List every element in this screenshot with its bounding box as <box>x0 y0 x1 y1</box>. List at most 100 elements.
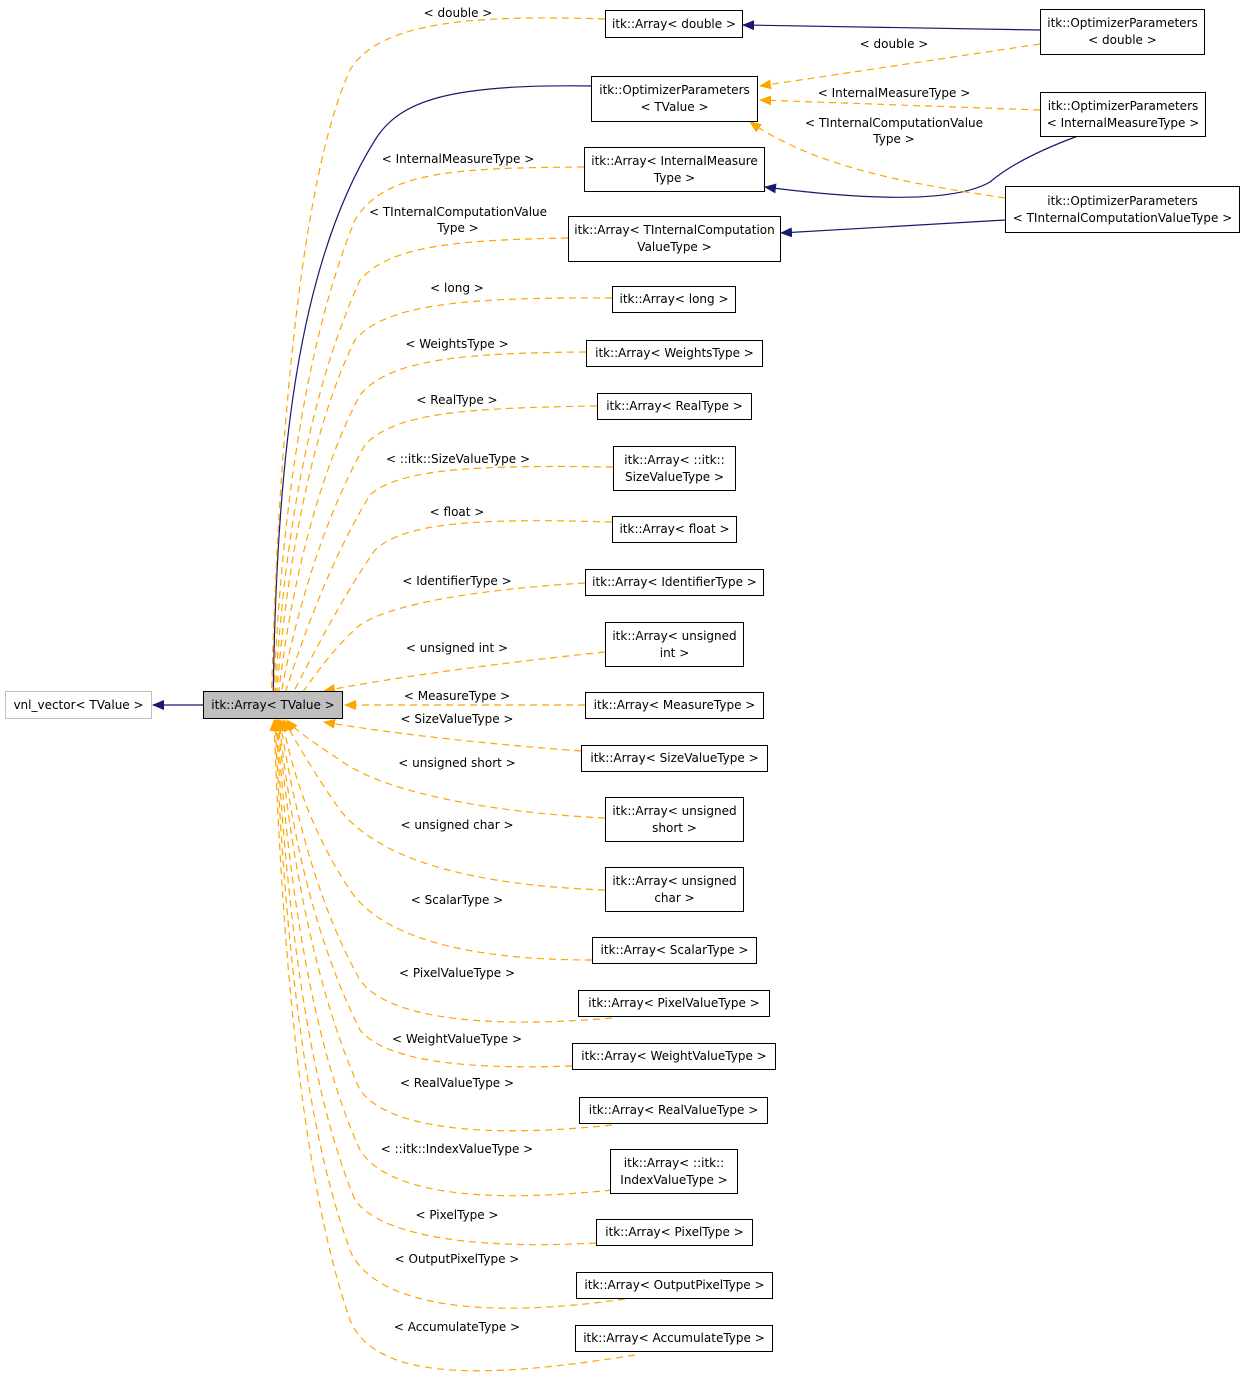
node-array-weightstype[interactable]: itk::Array< WeightsType > <box>586 340 763 367</box>
node-label-line1: itk::Array< unsigned <box>612 873 737 888</box>
edge-label-realvaluetype: < RealValueType > <box>399 1076 515 1090</box>
node-array-unsigned-char[interactable]: itk::Array< unsigned char > <box>605 867 744 912</box>
edge-label-long: < long > <box>430 281 484 295</box>
node-array-realtype[interactable]: itk::Array< RealType > <box>597 393 752 420</box>
edge-label-unsigned-int: < unsigned int > <box>405 641 509 655</box>
node-optimizerparameters-tinternalcomputationvaluetype[interactable]: itk::OptimizerParameters < TInternalComp… <box>1005 186 1240 233</box>
edge-label-unsigned-char: < unsigned char > <box>400 818 514 832</box>
edge-label-unsigned-short: < unsigned short > <box>398 756 516 770</box>
edge-label-outputpixeltype: < OutputPixelType > <box>394 1252 520 1266</box>
node-label-line2: short > <box>652 820 697 835</box>
node-label-line1: itk::Array< unsigned <box>612 628 737 643</box>
edge-op-double-to-a-double <box>742 20 1041 31</box>
edge-a-uint-to-root <box>323 651 606 694</box>
node-array-unsigned-int[interactable]: itk::Array< unsigned int > <box>605 622 744 667</box>
edge-a-float-to-root <box>279 520 613 719</box>
node-label-line1: itk::OptimizerParameters <box>1047 16 1198 30</box>
node-label-line1: itk::Array< TInternalComputation <box>574 223 775 237</box>
node-label-line2: ValueType > <box>637 240 712 254</box>
node-label: itk::Array< TValue > <box>211 697 335 712</box>
node-label-line2: < TInternalComputationValueType > <box>1012 210 1233 225</box>
node-label-line2: < InternalMeasureType > <box>1046 115 1200 130</box>
edge-a-realv-to-root <box>273 719 613 1132</box>
node-array-pixeltype[interactable]: itk::Array< PixelType > <box>596 1219 753 1246</box>
node-label: itk::Array< PixelValueType > <box>588 996 760 1010</box>
edge-a-pixel-to-root <box>271 719 597 1246</box>
node-array-outputpixeltype[interactable]: itk::Array< OutputPixelType > <box>576 1272 773 1299</box>
node-array-double[interactable]: itk::Array< double > <box>605 10 743 38</box>
edge-a-sizev-to-root <box>323 718 582 752</box>
node-array-float[interactable]: itk::Array< float > <box>612 516 737 543</box>
node-label-line1: itk::Array< ::itk:: <box>624 452 725 467</box>
node-label: itk::Array< WeightValueType > <box>581 1049 767 1063</box>
node-label-line1: itk::Array< unsigned <box>612 803 737 818</box>
node-label: itk::Array< MeasureType > <box>593 698 756 712</box>
edge-label-realtype: < RealType > <box>416 393 498 407</box>
node-label-line2: < TValue > <box>640 100 709 114</box>
node-label-line1: itk::Array< InternalMeasure <box>591 153 758 168</box>
node-array-identifiertype[interactable]: itk::Array< IdentifierType > <box>585 569 764 596</box>
edge-a-ushort-to-root <box>286 719 606 819</box>
node-array-internalmeasuretype[interactable]: itk::Array< InternalMeasure Type > <box>584 147 765 192</box>
edge-label-float: < float > <box>429 505 485 519</box>
node-array-scalartype[interactable]: itk::Array< ScalarType > <box>592 937 757 964</box>
node-label: itk::Array< PixelType > <box>605 1225 744 1239</box>
node-label: itk::Array< long > <box>619 292 729 306</box>
node-array-tinternalcomputationvaluetype[interactable]: itk::Array< TInternalComputation ValueTy… <box>568 216 781 262</box>
node-array-sizevaluetype[interactable]: itk::Array< SizeValueType > <box>581 745 768 772</box>
node-array-long[interactable]: itk::Array< long > <box>612 286 736 313</box>
edge-a-itkindex-to-root <box>272 719 613 1197</box>
edge-label-double: < double > <box>423 6 493 20</box>
edge-op-ticvt-to-op-tvalue <box>749 121 1006 199</box>
edge-op-ticvt-to-a-ticvt <box>780 219 1006 238</box>
edge-label-scalartype: < ScalarType > <box>410 893 504 907</box>
node-label-line2: SizeValueType > <box>624 469 725 484</box>
edge-a-ident-to-root <box>283 582 586 719</box>
node-array-accumulatetype[interactable]: itk::Array< AccumulateType > <box>575 1325 773 1352</box>
edge-label-pixelvaluetype: < PixelValueType > <box>398 966 516 980</box>
edge-label-sizevaluetype: < SizeValueType > <box>400 712 514 726</box>
edge-a-long-to-root <box>270 297 613 719</box>
edge-a-weights-to-root <box>272 351 587 719</box>
edge-label-itk-indexvaluetype: < ::itk::IndexValueType > <box>380 1142 534 1156</box>
node-array-itk-indexvaluetype[interactable]: itk::Array< ::itk:: IndexValueType > <box>610 1149 738 1194</box>
edge-a-weightv-to-root <box>275 719 573 1068</box>
node-array-pixelvaluetype[interactable]: itk::Array< PixelValueType > <box>578 990 770 1017</box>
node-array-unsigned-short[interactable]: itk::Array< unsigned short > <box>605 797 744 842</box>
edge-a-itksize-to-root <box>276 465 614 719</box>
node-label-line1: itk::OptimizerParameters <box>599 83 750 97</box>
node-array-itk-sizevaluetype[interactable]: itk::Array< ::itk:: SizeValueType > <box>613 446 736 491</box>
node-label-line1: itk::OptimizerParameters <box>1047 193 1198 208</box>
edge-a-accum-to-root <box>269 719 636 1372</box>
node-label: vnl_vector< TValue > <box>13 697 144 712</box>
edge-a-uchar-to-root <box>283 719 606 891</box>
node-label-line2: IndexValueType > <box>620 1172 728 1187</box>
edge-label-op-internalmeasuretype: < InternalMeasureType > <box>817 86 971 100</box>
edge-a-real-to-root <box>273 405 598 719</box>
edge-a-scalar-to-root <box>279 719 593 961</box>
node-label: itk::Array< OutputPixelType > <box>584 1278 765 1292</box>
edge-op-imt-to-op-tvalue <box>759 95 1041 111</box>
node-array-weightvaluetype[interactable]: itk::Array< WeightValueType > <box>572 1043 776 1070</box>
node-label: itk::Array< ScalarType > <box>600 943 749 957</box>
node-label: itk::Array< double > <box>611 16 737 31</box>
edge-label-weightvaluetype: < WeightValueType > <box>391 1032 523 1046</box>
node-label: itk::Array< SizeValueType > <box>590 751 759 765</box>
node-optimizerparameters-tvalue[interactable]: itk::OptimizerParameters < TValue > <box>591 76 758 122</box>
edge-op-imt-to-a-imt <box>764 135 1079 198</box>
edge-label-measuretype: < MeasureType > <box>403 689 511 703</box>
edge-op-tvalue-to-root <box>268 85 593 719</box>
edge-label-pixeltype: < PixelType > <box>415 1208 499 1222</box>
node-optimizerparameters-internalmeasuretype[interactable]: itk::OptimizerParameters < InternalMeasu… <box>1040 92 1206 137</box>
node-array-measuretype[interactable]: itk::Array< MeasureType > <box>585 692 764 719</box>
node-vnl-vector[interactable]: vnl_vector< TValue > <box>5 691 152 719</box>
edge-a-double-to-root <box>266 17 606 719</box>
node-itk-array-tvalue[interactable]: itk::Array< TValue > <box>203 691 343 719</box>
node-label: itk::Array< RealType > <box>606 399 743 413</box>
edge-a-imt-to-root <box>268 166 585 719</box>
node-array-realvaluetype[interactable]: itk::Array< RealValueType > <box>579 1097 768 1124</box>
node-optimizerparameters-double[interactable]: itk::OptimizerParameters < double > <box>1040 9 1205 55</box>
